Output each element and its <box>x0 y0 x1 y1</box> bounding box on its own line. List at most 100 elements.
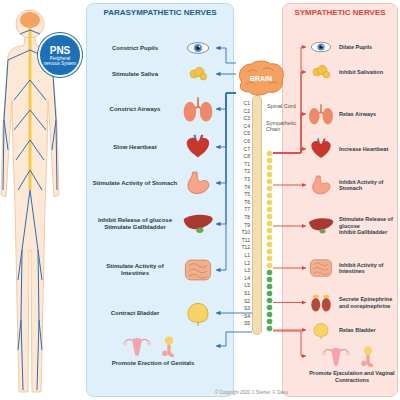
vertebra-label: S1 <box>234 290 250 296</box>
organ-shape <box>364 346 372 354</box>
figure-brain <box>20 12 40 28</box>
effect-label: Promote Erection of Genitals <box>112 360 195 367</box>
organ-icon <box>180 168 216 198</box>
organ-icon <box>317 344 387 368</box>
effect-label: Contract Bladder <box>92 310 178 317</box>
organ-icon <box>306 213 336 239</box>
organ-shape <box>199 46 201 48</box>
organ-shape <box>184 102 197 122</box>
organ-shape <box>321 45 322 46</box>
organ-effect: Dilate Pupils <box>306 36 398 58</box>
ganglion-bead <box>267 207 273 213</box>
structure-label: Sympathetic Chain <box>266 120 298 132</box>
nerve-panel: PARASYMPATHETIC NERVESConstrict PupilsSt… <box>86 3 234 397</box>
ganglion-bead <box>267 221 273 227</box>
organ-icon <box>180 134 216 160</box>
organ-icon <box>180 300 216 326</box>
effect-text: Promote Erection of Genitals <box>112 358 195 367</box>
vertebra-label: T12 <box>234 244 250 250</box>
brain-label: BRAIN <box>250 75 272 82</box>
effect-label: Stimulate Release of glucose <box>339 216 398 229</box>
organ-shape <box>200 73 207 80</box>
effect-text: Inhibit Activity of Stomach <box>336 179 398 192</box>
organ-shape <box>320 229 326 234</box>
organ-shape <box>169 344 174 355</box>
organ-shape <box>331 348 341 366</box>
ganglion-bead <box>267 200 273 206</box>
organ-icon <box>306 172 336 198</box>
organ-icon <box>306 255 336 281</box>
nerve-line <box>3 50 30 190</box>
organ-shape <box>361 360 367 366</box>
copyright-note: © Copyright 2020 J. Steiner, F. Daou <box>215 390 315 396</box>
brain-shape: BRAIN <box>236 60 286 96</box>
nerve-connector <box>216 332 252 346</box>
effect-text: Inhibit Salivation <box>336 69 398 76</box>
organ-effect: Promote Ejaculation and Vaginal Contract… <box>306 344 398 396</box>
organ-shape <box>123 342 127 346</box>
effect-label: Constrict Airways <box>92 106 178 113</box>
vertebra-label: T9 <box>234 222 250 228</box>
ganglion-bead <box>267 158 273 164</box>
pns-badge: PNSPeripheral nervous System <box>38 33 82 77</box>
organ-shape <box>323 295 329 298</box>
effect-label: Inhibit Gallbladder <box>339 229 398 236</box>
effect-label: Relax Bladder <box>339 327 398 334</box>
effect-text: Constrict Pupils <box>90 45 180 52</box>
organ-shape <box>309 218 333 230</box>
organ-shape <box>165 336 173 344</box>
vertebra-label: T7 <box>234 206 250 212</box>
organ-shape <box>321 337 322 339</box>
nerve-line <box>21 190 30 390</box>
vertebra-label: T2 <box>234 168 250 174</box>
effect-text: Stimulate Release of glucoseInhibit Gall… <box>336 216 398 236</box>
organ-shape <box>132 338 142 356</box>
nerve-connector <box>273 47 306 153</box>
effect-text: Inhibit Release of glucoseStimulate Gall… <box>90 217 180 231</box>
organ-shape <box>311 141 330 158</box>
vertebra-label: C1 <box>234 100 250 106</box>
ganglion-bead <box>267 312 273 318</box>
organ-icon <box>180 209 216 239</box>
organ-shape <box>311 42 330 52</box>
organ-effect: Increase Heartbeat <box>306 134 398 164</box>
organ-shape <box>187 138 209 158</box>
vertebra-label: S4 <box>234 313 250 319</box>
organ-shape <box>319 45 323 49</box>
effect-text: Dilate Pupils <box>336 44 398 51</box>
figure-spine <box>29 28 32 190</box>
vertebra-label: T11 <box>234 237 250 243</box>
effect-text: Promote Ejaculation and Vaginal Contract… <box>306 368 398 383</box>
nerve-line <box>30 190 39 390</box>
organ-shape <box>194 44 202 52</box>
organ-effect: Constrict Pupils <box>90 36 216 60</box>
ganglion-bead <box>267 305 273 311</box>
organ-shape <box>184 215 213 229</box>
organ-effect: Contract Bladder <box>90 298 216 328</box>
brain-blob <box>239 61 283 95</box>
badge-text: Peripheral nervous System <box>43 56 77 66</box>
nerve-panel: SYMPATHETIC NERVESDilate PupilsInhibit S… <box>282 3 398 397</box>
organ-effect: Relax Airways <box>306 98 398 130</box>
vertebra-label: C8 <box>234 153 250 159</box>
nerve-lines <box>3 30 57 390</box>
organ-shape <box>197 323 198 326</box>
organ-icon <box>180 94 216 124</box>
vertebra-label: T5 <box>234 191 250 197</box>
organ-shape <box>187 43 208 54</box>
organ-icon <box>180 255 216 285</box>
organ-icon <box>306 136 336 162</box>
vertebra-label: C3 <box>234 115 250 121</box>
ganglion-bead <box>267 235 273 241</box>
organ-effect: Inhibit Salivation <box>306 60 398 84</box>
organ-shape <box>323 71 330 78</box>
vertebra-label: L3 <box>234 267 250 273</box>
ganglion-bead <box>267 284 273 290</box>
nerve-line <box>14 80 46 130</box>
nerve-connector <box>216 93 236 147</box>
organ-effect: Promote Erection of Genitals <box>90 334 216 394</box>
structure-label: Spinal Cord <box>267 103 296 109</box>
nerve-connector <box>216 93 236 270</box>
organ-shape <box>323 108 334 125</box>
organ-effect: Constrict Airways <box>90 90 216 128</box>
